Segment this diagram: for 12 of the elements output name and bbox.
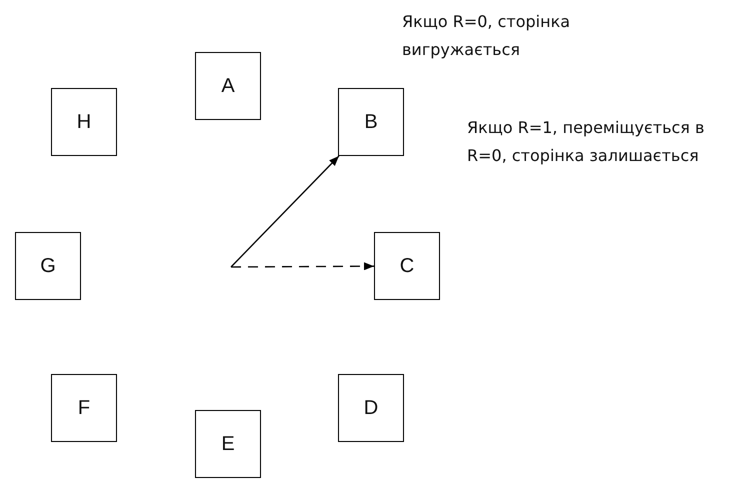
page-box: E	[195, 410, 261, 478]
page-box: A	[195, 52, 261, 120]
arrow	[230, 156, 340, 268]
page-box: H	[51, 88, 117, 156]
page-box: D	[338, 374, 404, 442]
page-box: F	[51, 374, 117, 442]
page-box: B	[338, 88, 404, 156]
page-box: G	[15, 232, 81, 300]
arrow	[231, 262, 374, 270]
page-box: C	[374, 232, 440, 300]
note-text: Якщо R=0, сторінка вигружається	[402, 11, 572, 61]
note-text: Якщо R=1, переміщується в R=0, сторінка залишається	[467, 117, 706, 167]
